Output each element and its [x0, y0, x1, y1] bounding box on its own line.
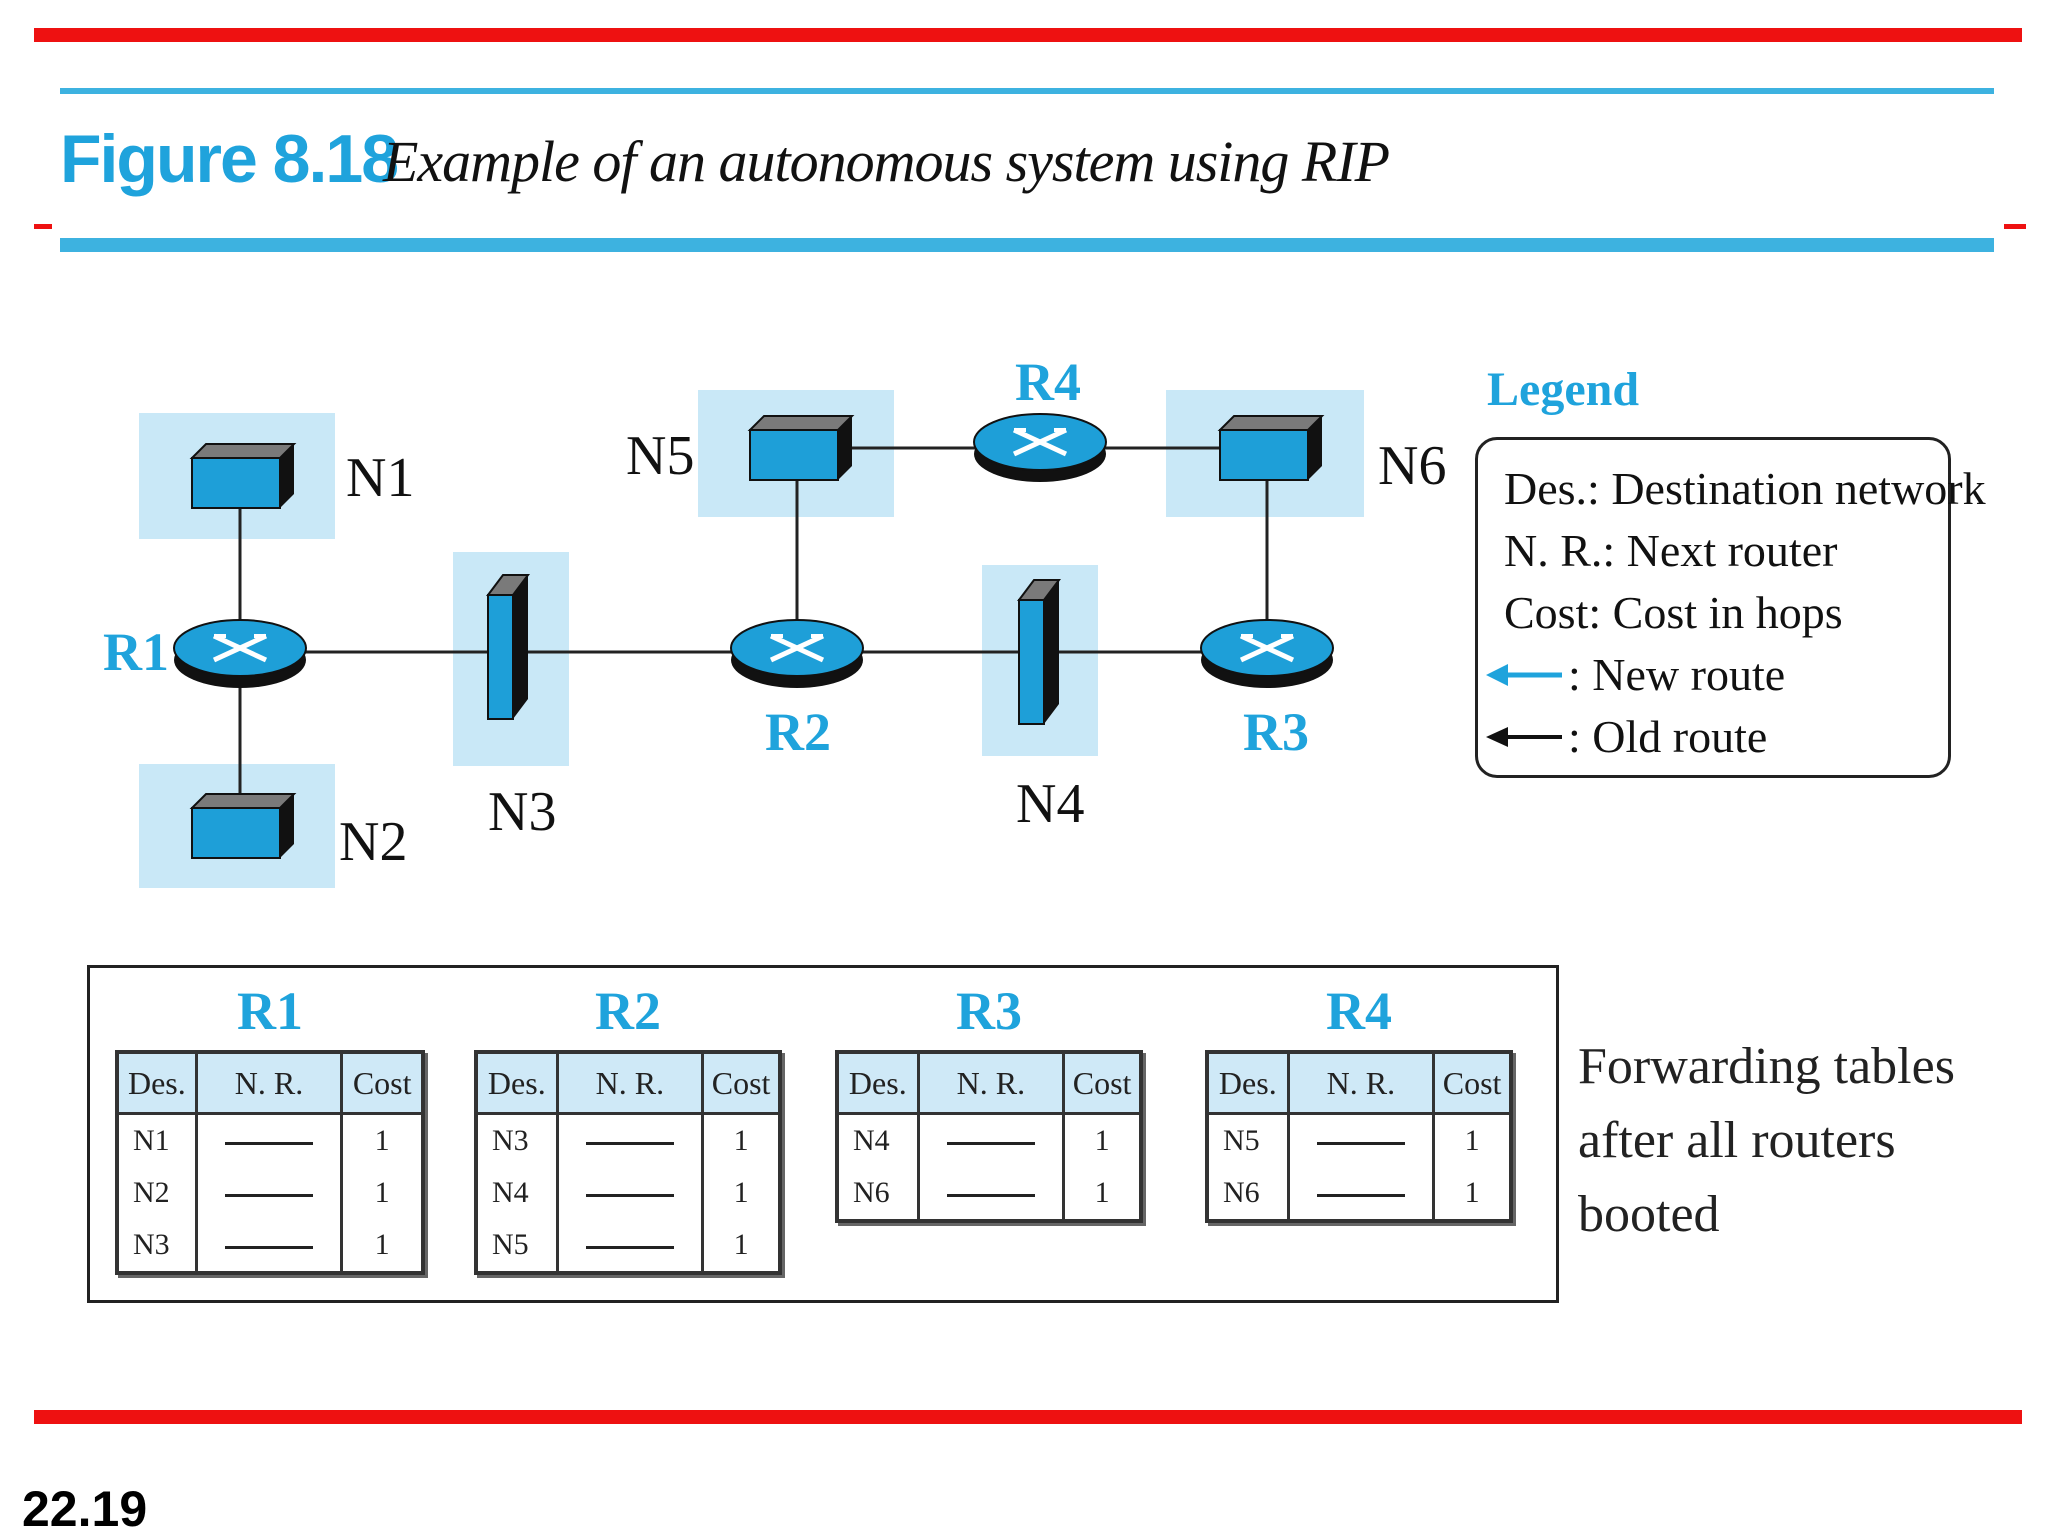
figure-caption: Example of an autonomous system using RI… — [383, 129, 1390, 194]
table-row: N3 1 — [474, 1113, 782, 1167]
col-header-nr: N. R. — [1286, 1050, 1436, 1115]
no-next-router-dash — [585, 1193, 674, 1197]
legend-new-route-label: : New route — [1568, 649, 1786, 700]
col-header-cost: Cost — [340, 1050, 425, 1115]
legend-old-route-label: : Old route — [1568, 711, 1768, 762]
note-line: booted — [1578, 1186, 1720, 1243]
forwarding-tables-note: Forwarding tables after all routers boot… — [1578, 1030, 1955, 1252]
label-r4: R4 — [1015, 352, 1081, 412]
label-n1: N1 — [346, 447, 414, 509]
table-row: N6 1 — [835, 1167, 1143, 1221]
col-header-des: Des. — [835, 1050, 920, 1115]
top-red-rule — [34, 28, 2022, 42]
table-row: N1 1 — [115, 1113, 425, 1167]
no-next-router-dash — [225, 1141, 313, 1145]
col-header-nr: N. R. — [194, 1050, 344, 1115]
n2-switch-icon — [191, 793, 295, 859]
col-header-des: Des. — [474, 1050, 559, 1115]
note-line: Forwarding tables — [1578, 1038, 1955, 1095]
legend-cost: Cost: Cost in hops — [1504, 587, 1843, 638]
n1-switch-icon — [191, 443, 295, 509]
col-header-cost: Cost — [1432, 1050, 1513, 1115]
col-header-des: Des. — [1205, 1050, 1290, 1115]
table-row: N5 1 — [474, 1219, 782, 1273]
legend-box: Des.: Destination network N. R.: Next ro… — [1475, 437, 1986, 778]
table-row: N3 1 — [115, 1219, 425, 1273]
legend-old-route: : Old route — [1486, 706, 1986, 768]
n6-switch-icon — [1219, 415, 1323, 481]
title-bottom-rule — [60, 238, 1994, 252]
label-n4: N4 — [1016, 773, 1084, 835]
legend-nr: N. R.: Next router — [1504, 525, 1838, 576]
r3-router-icon — [1201, 620, 1333, 688]
left-red-tick — [34, 224, 52, 229]
label-n3: N3 — [488, 781, 556, 843]
blue-arrow-icon — [1486, 664, 1562, 686]
r4-table-title: R4 — [1326, 981, 1392, 1041]
table-row: N4 1 — [835, 1113, 1143, 1167]
n4-hub-icon — [1018, 579, 1060, 725]
note-line: after all routers — [1578, 1112, 1896, 1169]
col-header-nr: N. R. — [916, 1050, 1066, 1115]
table-row: N2 1 — [115, 1167, 425, 1219]
no-next-router-dash — [1316, 1141, 1405, 1145]
n5-switch-icon — [749, 415, 853, 481]
no-next-router-dash — [585, 1245, 674, 1249]
legend-title: Legend — [1487, 363, 1640, 416]
table-row: N4 1 — [474, 1167, 782, 1219]
label-r2: R2 — [765, 702, 831, 762]
r4-router-icon — [974, 414, 1106, 482]
table-row: N5 1 — [1205, 1113, 1513, 1167]
col-header-des: Des. — [115, 1050, 198, 1115]
r3-table-title: R3 — [956, 981, 1022, 1041]
n3-hub-icon — [487, 574, 529, 720]
label-r1: R1 — [103, 622, 169, 682]
no-next-router-dash — [946, 1193, 1035, 1197]
title-top-rule — [60, 88, 1994, 94]
legend-des: Des.: Destination network — [1504, 463, 1986, 514]
no-next-router-dash — [1316, 1193, 1405, 1197]
no-next-router-dash — [225, 1245, 313, 1249]
black-arrow-icon — [1486, 727, 1562, 747]
label-r3: R3 — [1243, 702, 1309, 762]
table-row: N6 1 — [1205, 1167, 1513, 1221]
bottom-red-rule — [34, 1410, 2022, 1424]
col-header-cost: Cost — [1062, 1050, 1143, 1115]
forwarding-tables-frame — [87, 965, 1559, 1303]
r1-table-title: R1 — [237, 981, 303, 1041]
label-n5: N5 — [626, 425, 694, 487]
col-header-nr: N. R. — [555, 1050, 705, 1115]
right-red-tick — [2004, 224, 2026, 229]
col-header-cost: Cost — [701, 1050, 782, 1115]
page-number: 22.19 — [22, 1481, 148, 1537]
no-next-router-dash — [225, 1193, 313, 1197]
label-n2: N2 — [339, 811, 407, 873]
legend-new-route: : New route — [1486, 644, 1986, 706]
no-next-router-dash — [585, 1141, 674, 1145]
no-next-router-dash — [946, 1141, 1035, 1145]
r2-table-title: R2 — [595, 981, 661, 1041]
figure-number: Figure 8.18 — [60, 121, 399, 197]
label-n6: N6 — [1378, 435, 1446, 497]
r1-router-icon — [174, 620, 306, 688]
r2-router-icon — [731, 620, 863, 688]
